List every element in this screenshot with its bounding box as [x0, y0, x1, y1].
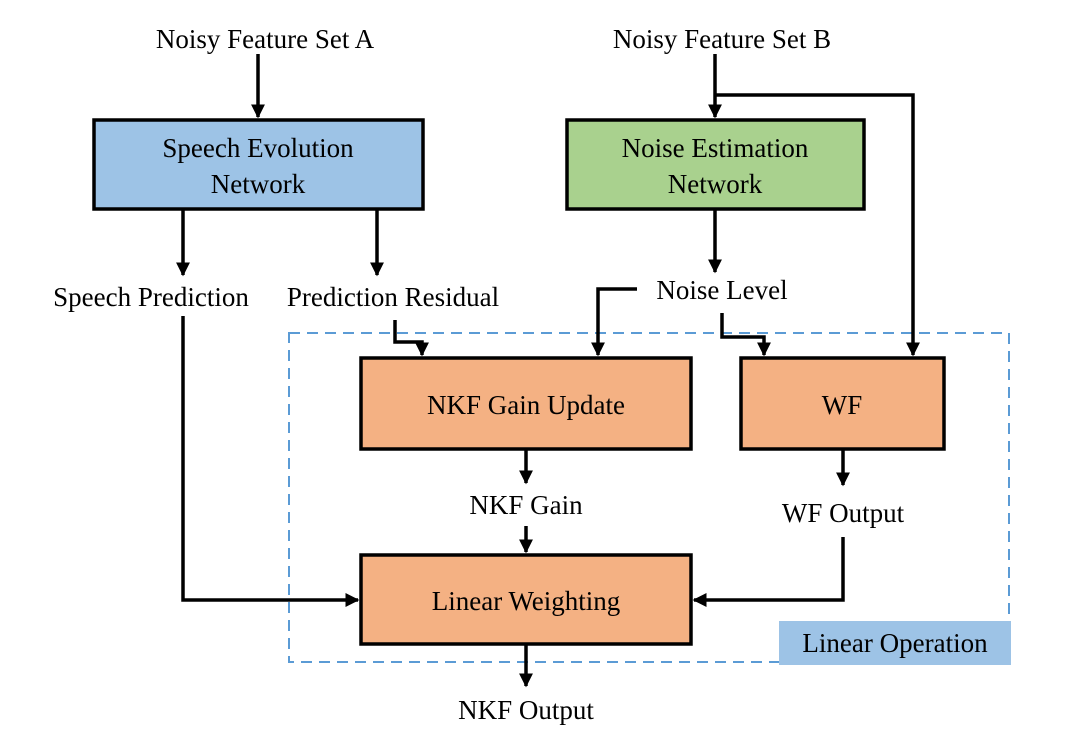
speech-evolution-network-block: Speech Evolution Network [92, 118, 425, 211]
arrow-input-b-to-wf [715, 93, 920, 357]
wf-output-label: WF Output [782, 498, 905, 528]
linear-operation-label-box [779, 621, 1011, 665]
speech-prediction-label: Speech Prediction [53, 282, 249, 312]
linear-weighting-box [359, 553, 693, 646]
wf-label: WF [822, 390, 863, 420]
arrow-wf-output-to-linear-weighting [692, 537, 845, 607]
arrow-noise-level-to-nkf-gain-update [591, 287, 637, 357]
nkf-output-label: NKF Output [458, 695, 594, 725]
linear-operation-region [288, 332, 1010, 663]
prediction-residual-label: Prediction Residual [287, 282, 499, 312]
wf-block: WF [739, 356, 946, 451]
arrow-prediction-residual-to-nkf-gain-update [393, 320, 429, 357]
speech-evolution-network-label-line1: Speech Evolution [162, 133, 354, 163]
input-feature-set-b: Noisy Feature Set B [613, 24, 831, 54]
noise-level-label: Noise Level [656, 275, 787, 305]
linear-weighting-label: Linear Weighting [432, 586, 621, 616]
nkf-gain-label: NKF Gain [469, 490, 583, 520]
speech-evolution-network-box [92, 118, 425, 211]
nkf-gain-update-box [359, 356, 693, 451]
noise-estimation-network-block: Noise Estimation Network [565, 118, 866, 211]
noise-estimation-network-label-line1: Noise Estimation [622, 133, 809, 163]
arrow-speech-prediction-to-linear-weighting [181, 316, 360, 607]
arrow-noise-level-to-wf [720, 313, 771, 357]
linear-operation-label: Linear Operation [802, 628, 988, 658]
linear-weighting-block: Linear Weighting [359, 553, 693, 646]
input-feature-set-a: Noisy Feature Set A [156, 24, 375, 54]
noise-estimation-network-label-line2: Network [668, 169, 763, 199]
nkf-gain-update-label: NKF Gain Update [427, 390, 625, 420]
speech-evolution-network-label-line2: Network [211, 169, 306, 199]
nkf-gain-update-block: NKF Gain Update [359, 356, 693, 451]
